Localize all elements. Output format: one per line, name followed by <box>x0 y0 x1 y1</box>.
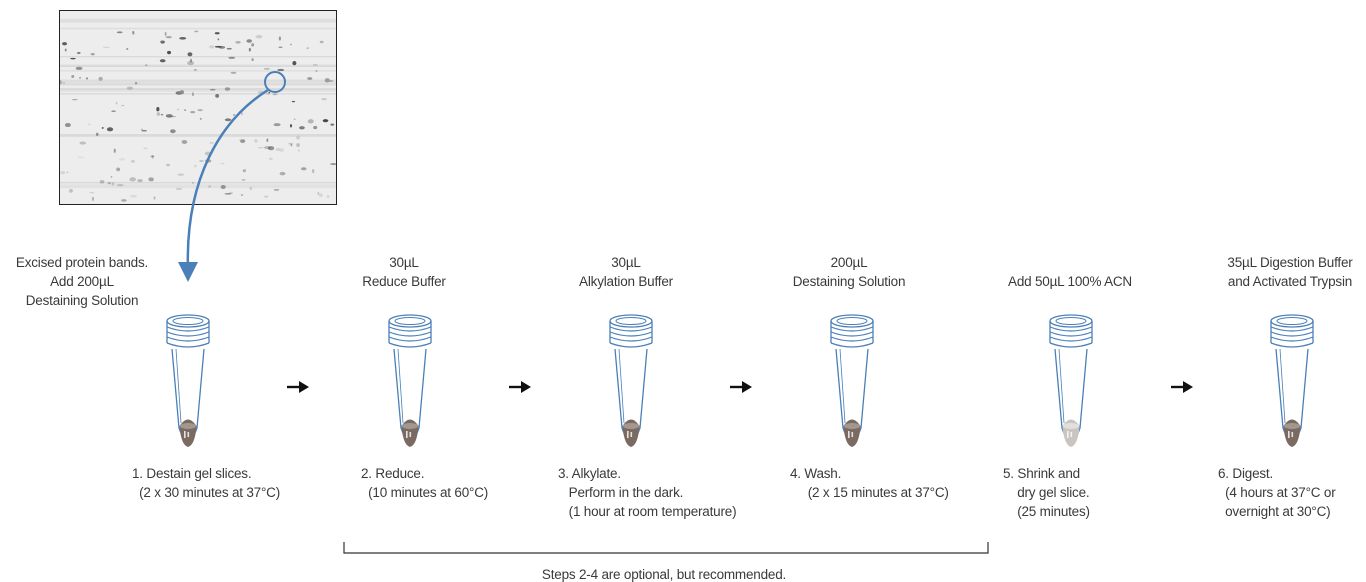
step-title: 4. Wash. <box>790 466 842 481</box>
step-2: 2. Reduce. (10 minutes at 60°C) <box>361 464 488 502</box>
step-title: 3. Alkylate. <box>558 466 621 481</box>
step-title: 5. Shrink and <box>1003 466 1080 481</box>
step-detail: (25 minutes) <box>1003 504 1090 519</box>
gel-spots <box>60 11 336 204</box>
transfer-arrowhead <box>178 262 198 282</box>
step-detail: (2 x 30 minutes at 37°C) <box>132 485 281 500</box>
step-detail: (4 hours at 37°C or <box>1218 485 1336 500</box>
arrow-right-icon <box>1171 381 1193 393</box>
step-title: 1. Destain gel slices. <box>132 466 252 481</box>
tube-icon-1 <box>163 313 213 456</box>
step-1: 1. Destain gel slices. (2 x 30 minutes a… <box>132 464 280 502</box>
step-4: 4. Wash. (2 x 15 minutes at 37°C) <box>790 464 949 502</box>
optional-steps-note: Steps 2-4 are optional, but recommended. <box>541 567 787 582</box>
step-detail: Perform in the dark. <box>558 485 684 500</box>
step-title: 2. Reduce. <box>361 466 425 481</box>
step-detail: (2 x 15 minutes at 37°C) <box>790 485 949 500</box>
step-detail: dry gel slice. <box>1003 485 1090 500</box>
step-5: 5. Shrink and dry gel slice. (25 minutes… <box>1003 464 1090 521</box>
arrow-right-icon <box>730 381 752 393</box>
arrow-right-icon <box>287 381 309 393</box>
tube-icon-4 <box>827 313 877 456</box>
arrow-right-icon <box>509 381 531 393</box>
gel-image <box>59 10 337 205</box>
step-6: 6. Digest. (4 hours at 37°C or overnight… <box>1218 464 1336 521</box>
step-detail: (10 minutes at 60°C) <box>361 485 489 500</box>
step-3: 3. Alkylate. Perform in the dark. (1 hou… <box>558 464 737 521</box>
tube-icon-3 <box>606 313 656 456</box>
step-detail: overnight at 30°C) <box>1218 504 1331 519</box>
reagent-label-5: Add 50µL 100% ACN <box>1008 274 1132 289</box>
tube-icon-6 <box>1267 313 1317 456</box>
tube-icon-5 <box>1046 313 1096 456</box>
step-title: 6. Digest. <box>1218 466 1274 481</box>
tube-icon-2 <box>385 313 435 456</box>
step-detail: (1 hour at room temperature) <box>558 504 737 519</box>
